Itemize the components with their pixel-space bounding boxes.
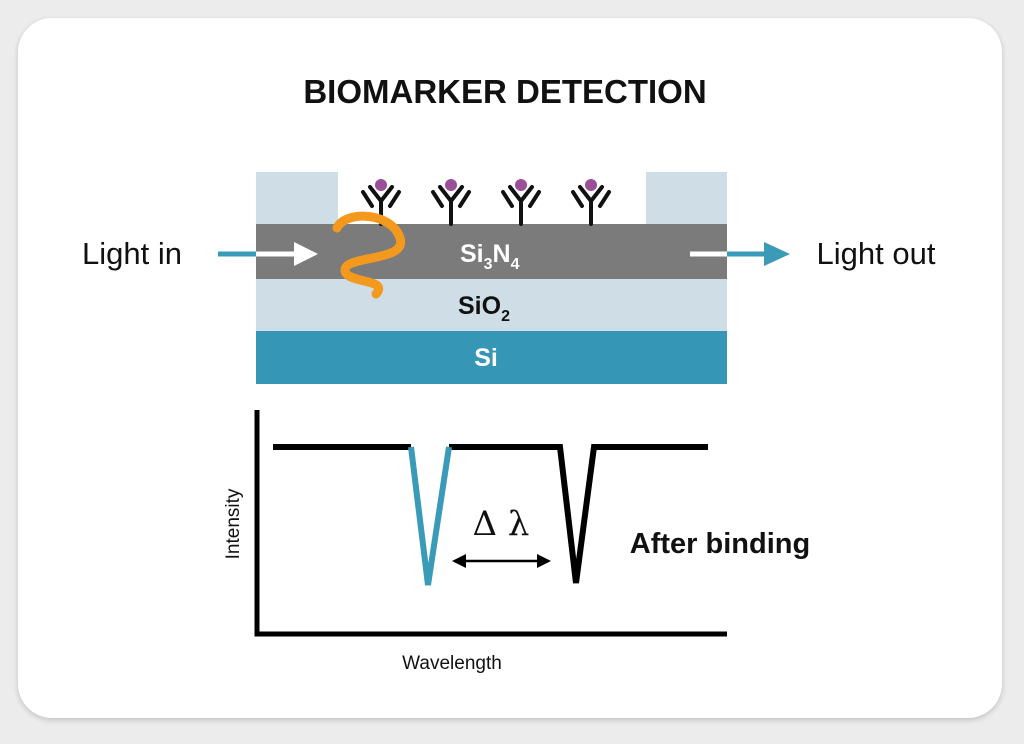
before-binding-dip — [408, 446, 452, 586]
sio2-label: SiO2 — [458, 292, 510, 325]
antibody-icon — [501, 179, 541, 226]
si-substrate-layer — [256, 331, 727, 384]
antibody-icon — [361, 179, 401, 226]
si-label: Si — [474, 344, 498, 372]
shift-arrow-left-icon — [452, 554, 466, 568]
delta-lambda-label: Δ λ — [473, 504, 530, 544]
light-in-arrow-icon — [294, 242, 318, 266]
sio2-layer — [256, 279, 727, 331]
antibody-icon — [431, 179, 471, 226]
si3n4-label: Si3N4 — [460, 240, 520, 273]
evanescent-wave-icon — [332, 211, 406, 299]
antibody-icon — [571, 179, 611, 226]
diagram-title: BIOMARKER DETECTION — [303, 73, 706, 110]
shift-arrow-right-icon — [537, 554, 551, 568]
light-in-label: Light in — [82, 236, 182, 271]
light-out-arrow-icon — [764, 242, 790, 266]
after-binding-label: After binding — [630, 528, 810, 560]
cladding-right — [646, 172, 727, 226]
graph-axes — [254, 410, 727, 637]
cladding-left — [256, 172, 338, 226]
si3n4-core-layer — [256, 224, 727, 279]
x-axis-label: Wavelength — [402, 653, 502, 674]
light-out-label: Light out — [817, 236, 936, 271]
y-axis-label: Intensity — [223, 488, 244, 559]
after-binding-spectrum — [273, 444, 708, 584]
